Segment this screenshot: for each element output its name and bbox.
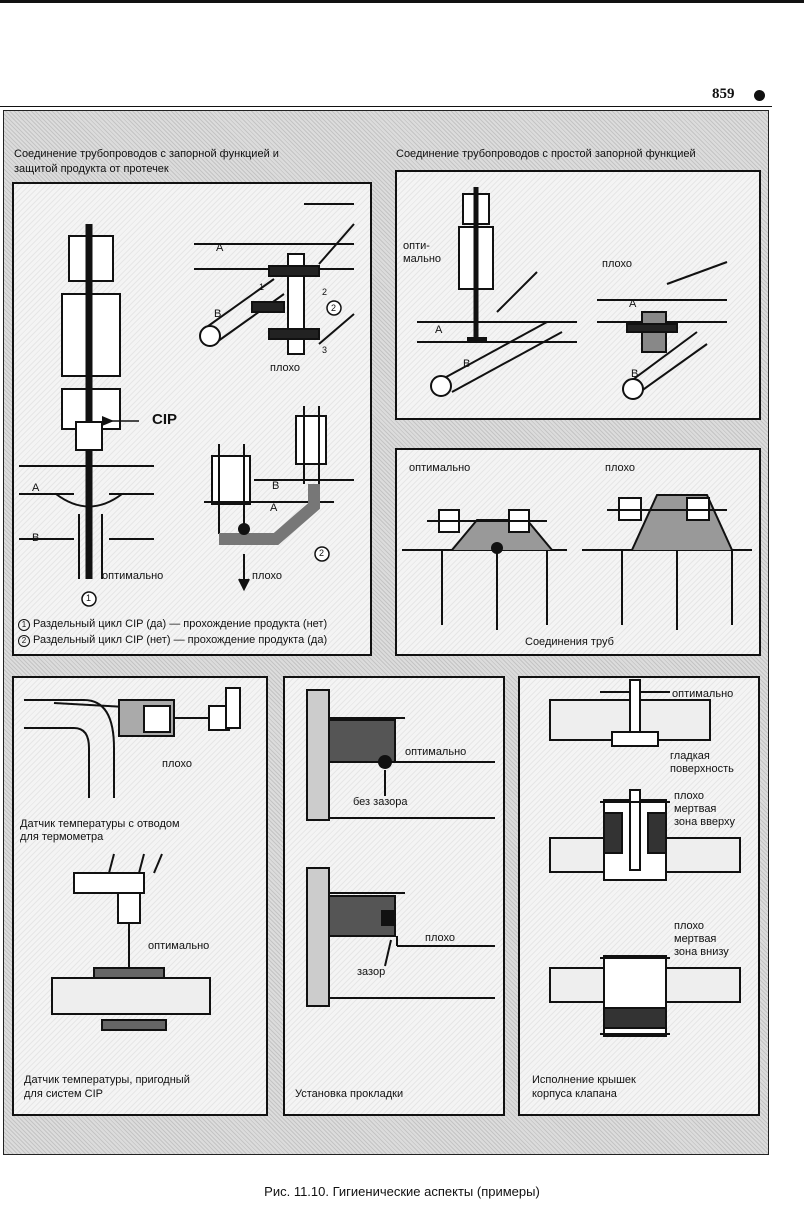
sensor-caption2-line1: Датчик температуры, пригодный <box>24 1074 190 1086</box>
sensor-caption1-line2: для термометра <box>20 831 104 843</box>
label-n3: 3 <box>322 345 328 355</box>
covers-optimal: оптимально <box>672 688 734 700</box>
shutoff-label-a: A <box>435 324 443 336</box>
label-optimal: оптимально <box>102 570 164 582</box>
sensor-bad: плохо <box>162 758 192 770</box>
covers-bad-bottom-1: плохо <box>674 920 704 932</box>
leak-protection-diagram <box>19 203 355 607</box>
joints-caption: Соединения труб <box>525 636 614 648</box>
covers-smooth-line1: гладкая <box>670 750 710 762</box>
sensor-caption1-line1: Датчик температуры с отводом <box>20 818 180 830</box>
simple-shutoff-diagram <box>417 187 728 400</box>
sensor-optimal: оптимально <box>148 940 210 952</box>
top-left-heading-line2: защитой продукта от протечек <box>14 163 169 175</box>
callout-label-2b: 2 <box>319 548 325 558</box>
label-a-elbow: A <box>270 502 278 514</box>
covers-bad-top-1: плохо <box>674 790 704 802</box>
covers-bad-top-2: мертвая <box>674 803 717 815</box>
label-bad-bottom: плохо <box>252 570 282 582</box>
label-n2: 2 <box>322 287 328 297</box>
label-n1: 1 <box>259 282 265 292</box>
top-left-heading-line1: Соединение трубопроводов с запорной функ… <box>14 148 279 160</box>
top-right-heading: Соединение трубопроводов с простой запор… <box>396 148 696 160</box>
covers-bad-bottom-2: мертвая <box>674 933 717 945</box>
label-a-left: A <box>32 482 40 494</box>
panel-simple-shutoff: опти- мально плохо A B A B <box>395 170 761 420</box>
joints-bad: плохо <box>605 462 635 474</box>
sensor-caption2-line2: для систем CIP <box>24 1088 103 1100</box>
temperature-sensor-diagram <box>24 687 241 1031</box>
shutoff-label-b: B <box>463 358 471 370</box>
shutoff-optimal-line2: мально <box>403 253 442 265</box>
gasket-gap: зазор <box>357 966 386 978</box>
callout-label-2a: 2 <box>331 303 337 313</box>
figure-caption: Рис. 11.10. Гигиенические аспекты (приме… <box>264 1184 540 1199</box>
gasket-no-gap: без зазора <box>353 796 408 808</box>
label-b-elbow: B <box>272 480 280 492</box>
label-b-left: B <box>32 532 40 544</box>
joints-optimal: оптимально <box>409 462 471 474</box>
gasket-installation-diagram <box>306 689 495 1007</box>
panel-gasket-installation: оптимально без зазора плохо зазор Устано… <box>283 676 505 1116</box>
covers-bad-top-3: зона вверху <box>674 816 735 828</box>
callout-2-icon <box>326 300 342 316</box>
page-marker-icon <box>754 90 765 101</box>
pipe-joints-diagram <box>402 494 752 630</box>
header-rule <box>0 106 772 107</box>
shutoff-label-b2: B <box>631 368 639 380</box>
callout-1-icon <box>81 591 97 607</box>
valve-covers-diagram <box>549 679 741 1037</box>
shutoff-label-a2: A <box>629 298 637 310</box>
callout-label-1: 1 <box>86 593 92 603</box>
shutoff-optimal-line1: опти- <box>403 240 430 252</box>
gasket-caption: Установка прокладки <box>295 1088 404 1100</box>
label-b: B <box>214 308 222 320</box>
covers-smooth-line2: поверхность <box>670 763 734 775</box>
label-a: A <box>216 242 224 254</box>
top-rule <box>0 0 804 3</box>
gasket-optimal: оптимально <box>405 746 467 758</box>
panel-leak-protection: A B 1 2 3 2 плохо CIP A B B A оптимально… <box>12 182 372 656</box>
label-bad-top: плохо <box>270 362 300 374</box>
callout-2-icon <box>314 546 330 562</box>
panel-temperature-sensor: плохо Датчик температуры с отводом для т… <box>12 676 268 1116</box>
shutoff-bad: плохо <box>602 258 632 270</box>
covers-caption-line1: Исполнение крышек <box>532 1074 636 1086</box>
covers-bad-bottom-3: зона внизу <box>674 946 729 958</box>
label-cip: CIP <box>152 411 178 428</box>
panel-valve-covers: оптимально гладкая поверхность плохо мер… <box>518 676 760 1116</box>
page-number: 859 <box>712 86 735 102</box>
panel-pipe-joints: оптимально плохо Соединения труб <box>395 448 761 656</box>
gasket-bad: плохо <box>425 932 455 944</box>
covers-caption-line2: корпуса клапана <box>532 1088 617 1100</box>
